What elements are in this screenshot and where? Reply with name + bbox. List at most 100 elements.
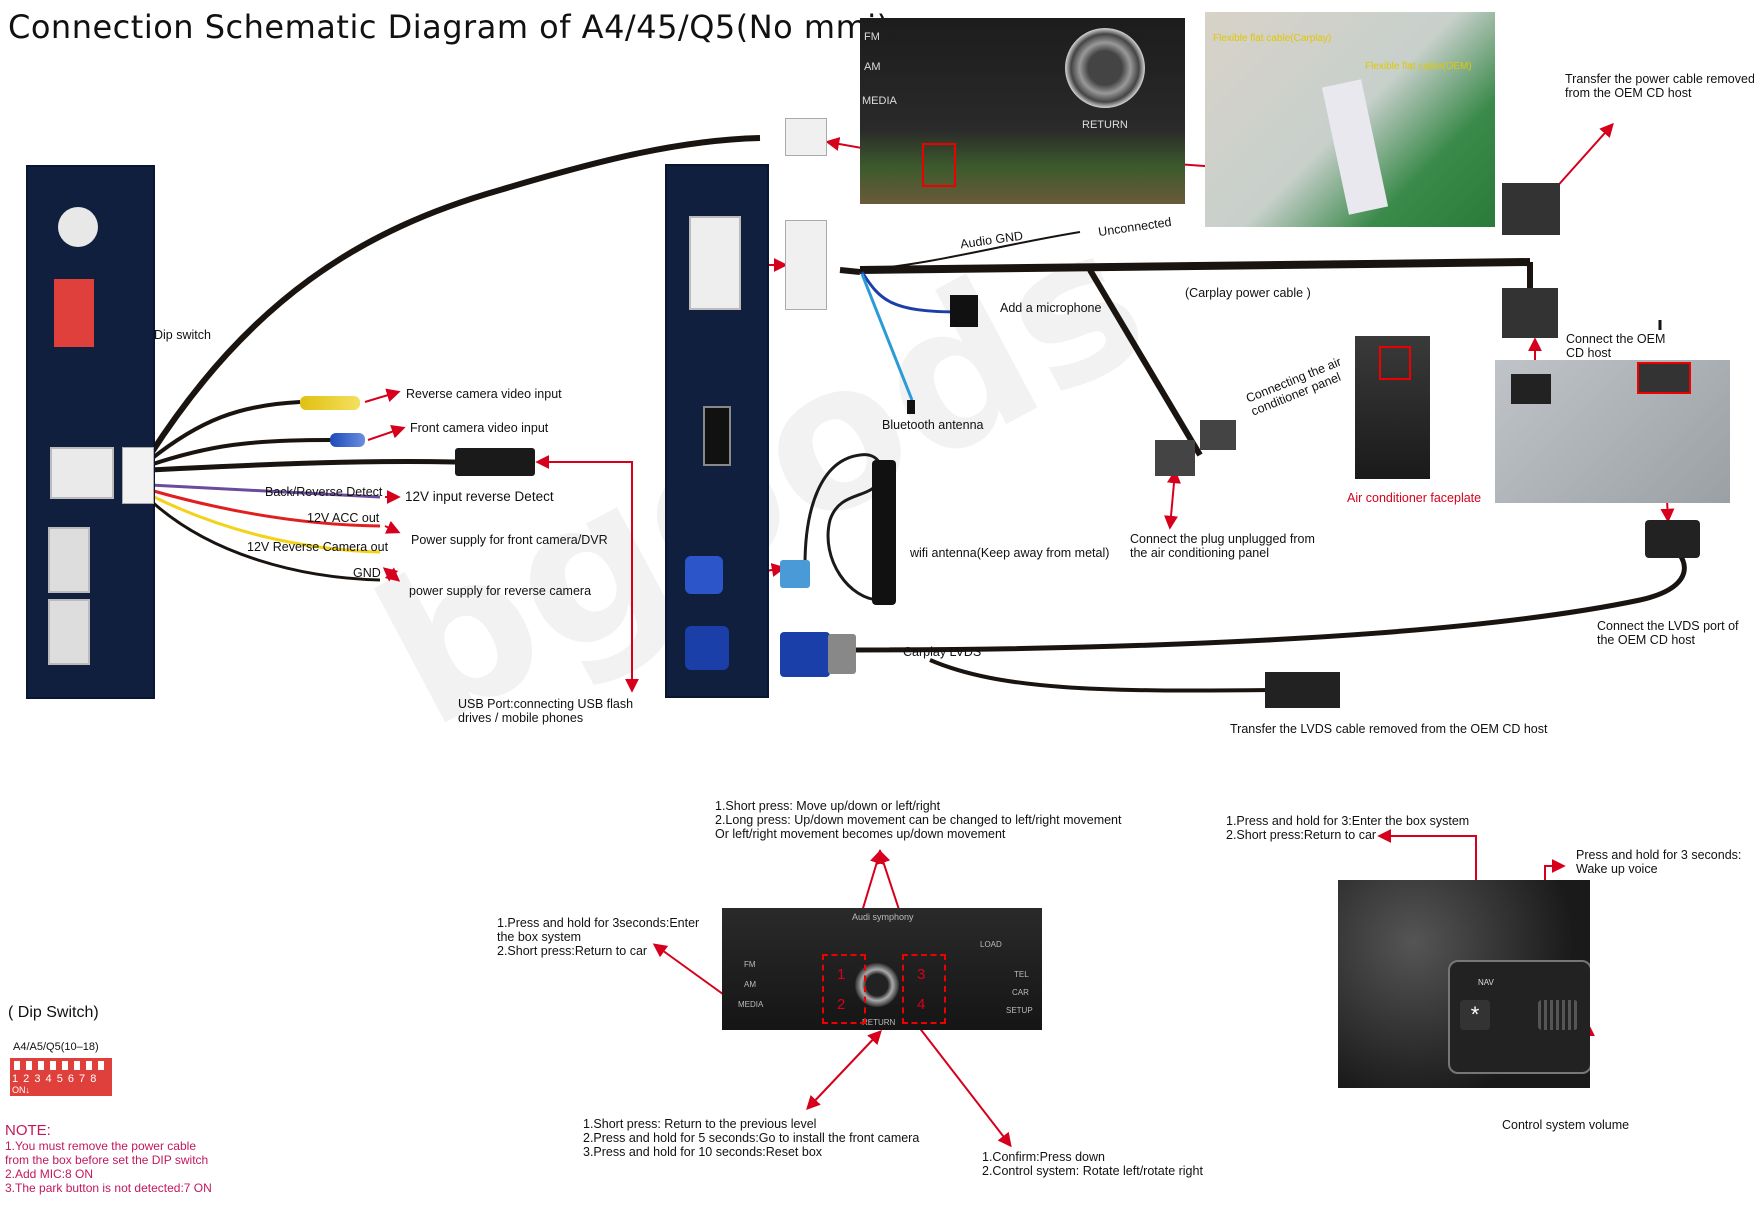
note-line-1: 1.You must remove the power cable — [5, 1139, 196, 1153]
note-media-2: the box system — [497, 930, 582, 944]
lvds-oem-plug — [1265, 672, 1340, 708]
note-knob-top-1: 1.Short press: Move up/down or left/righ… — [715, 799, 941, 813]
dip-switch-box[interactable] — [54, 279, 94, 347]
photo-steering-wheel: NAV * — [1338, 880, 1590, 1088]
note-knob-bottom-1: 1.Confirm:Press down — [982, 1150, 1105, 1164]
label-rev-cam-out: 12V Reverse Camera out — [247, 540, 389, 554]
bt-wire — [860, 273, 914, 401]
dip-section-model: A4/A5/Q5(10–18) — [13, 1041, 99, 1053]
label-reverse-detect: 12V input reverse Detect — [405, 489, 554, 504]
note-return-3: 3.Press and hold for 10 seconds:Reset bo… — [583, 1145, 823, 1159]
carplay-box-side-b — [665, 164, 769, 698]
radio-highlight-left — [822, 954, 866, 1024]
note-wheel-nav: 1.Press and hold for 3:Enter the box sys… — [1226, 814, 1469, 842]
note-block: NOTE: 1.You must remove the power cable … — [5, 1122, 212, 1195]
photo-media-label: MEDIA — [862, 95, 897, 107]
note-wheel-voice-2: Wake up voice — [1576, 862, 1658, 876]
wheel-nav-label: NAV — [1478, 978, 1494, 987]
dip-key-2 — [26, 1061, 32, 1070]
lvds-fakra-plug — [780, 632, 830, 677]
dip-key-4 — [50, 1061, 56, 1070]
label-sticker — [58, 207, 98, 247]
note-knob-top: 1.Short press: Move up/down or left/righ… — [715, 799, 1121, 841]
dip-switch-diagram: 1 2 3 4 5 6 7 8 ON↓ — [10, 1058, 112, 1096]
dip-key-7 — [86, 1061, 92, 1070]
lvds-adapter — [828, 634, 856, 674]
note-line-4: 3.The park button is not detected:7 ON — [5, 1181, 212, 1195]
radio-button-1: 1 — [837, 966, 846, 983]
page-title: Connection Schematic Diagram of A4/45/Q5… — [8, 8, 890, 46]
microphone-connector-icon — [950, 295, 978, 327]
note-wheel-voice-1: Press and hold for 3 seconds: — [1576, 848, 1742, 862]
label-connect-oem: Connect the OEM CD host — [1566, 332, 1666, 360]
radio-button-4: 4 — [917, 996, 926, 1013]
label-connect-lvds: Connect the LVDS port of the OEM CD host — [1597, 619, 1739, 647]
flat-cable-carplay-label: Flexible flat cable(Carplay) — [1213, 33, 1332, 44]
radio-brand: Audi symphony — [852, 912, 914, 922]
dip-section-heading: ( Dip Switch) — [8, 1004, 99, 1021]
note-line-2: from the box before set the DIP switch — [5, 1153, 209, 1167]
flat-cable-oem-label: Flexible flat cable(OEM) — [1365, 61, 1472, 72]
dip-key-1 — [14, 1061, 20, 1070]
radio-highlight-right — [902, 954, 946, 1024]
ac-plug-a — [1155, 440, 1195, 476]
label-power-rev: power supply for reverse camera — [409, 584, 592, 598]
carplay-power-cable — [859, 258, 1531, 274]
volume-roller-icon[interactable] — [1538, 1000, 1578, 1030]
mic-wire — [860, 271, 961, 314]
radio-am: AM — [744, 980, 756, 989]
wifi-fakra-plug — [780, 560, 810, 588]
note-heading: NOTE: — [5, 1122, 51, 1139]
lvds-oem-socket — [1645, 520, 1700, 558]
dip-numbers: 1 2 3 4 5 6 7 8 — [12, 1073, 98, 1085]
photo-fm-label: FM — [864, 31, 880, 43]
cable-reverse-video — [148, 400, 301, 462]
radio-knob-icon[interactable] — [855, 963, 899, 1007]
hdmi-port-icon — [703, 406, 731, 466]
label-reverse-video: Reverse camera video input — [406, 387, 562, 401]
knob-icon — [1065, 28, 1145, 108]
star-button-icon[interactable]: * — [1460, 1000, 1490, 1030]
note-media-1: 1.Press and hold for 3seconds:Enter — [497, 916, 700, 930]
cable-usb — [149, 459, 456, 473]
label-power-front: Power supply for front camera/DVR — [411, 533, 608, 547]
harness-plug-20pin — [785, 220, 827, 310]
note-knob-top-3: Or left/right movement becomes up/down m… — [715, 827, 1006, 841]
wire-yellow — [149, 493, 381, 554]
ac-connector-highlight — [1379, 346, 1411, 380]
wire-red — [149, 488, 381, 528]
bluetooth-antenna-icon — [907, 400, 915, 414]
carplay-box-side-a — [26, 165, 155, 699]
label-carplay-lvds: Carplay LVDS — [903, 645, 982, 659]
photo-connector-highlight — [922, 143, 956, 187]
port-side-1 — [48, 527, 90, 593]
label-front-video: Front camera video input — [410, 421, 549, 435]
note-line-3: 2.Add MIC:8 ON — [5, 1167, 94, 1181]
note-return-1: 1.Short press: Return to the previous le… — [583, 1117, 817, 1131]
wifi-antenna-icon — [872, 460, 896, 605]
harness-plug-left — [122, 447, 154, 504]
photo-radio-faceplate: Audi symphony FM AM MEDIA LOAD TEL CAR S… — [722, 908, 1042, 1030]
rca-blue-icon — [330, 433, 365, 447]
label-transfer-power: Transfer the power cable removed from th… — [1565, 72, 1754, 100]
radio-fm: FM — [744, 960, 756, 969]
usb-connector-icon — [455, 448, 535, 476]
label-transfer-lvds: Transfer the LVDS cable removed from the… — [1230, 722, 1548, 736]
note-knob-top-2: 2.Long press: Up/down movement can be ch… — [715, 813, 1122, 827]
note-return-button: 1.Short press: Return to the previous le… — [583, 1117, 919, 1159]
note-knob-bottom-2: 2.Control system: Rotate left/rotate rig… — [982, 1164, 1203, 1178]
oem-power-plug — [1502, 183, 1560, 235]
photo-flat-cable: Flexible flat cable(Carplay) Flexible fl… — [1205, 12, 1495, 227]
label-acc-out: 12V ACC out — [307, 511, 380, 525]
fakra-wifi-port — [685, 556, 723, 594]
ac-cable — [1087, 268, 1203, 457]
lvds-cable — [849, 553, 1687, 653]
port-16pin — [50, 447, 114, 499]
fakra-lvds-port — [685, 626, 729, 670]
plug-4pin — [785, 118, 827, 156]
rca-yellow-icon — [300, 396, 360, 410]
label-bluetooth: Bluetooth antenna — [882, 418, 984, 432]
port-20pin — [689, 216, 741, 310]
photo-am-label: AM — [864, 61, 881, 73]
wire-black — [148, 498, 381, 582]
